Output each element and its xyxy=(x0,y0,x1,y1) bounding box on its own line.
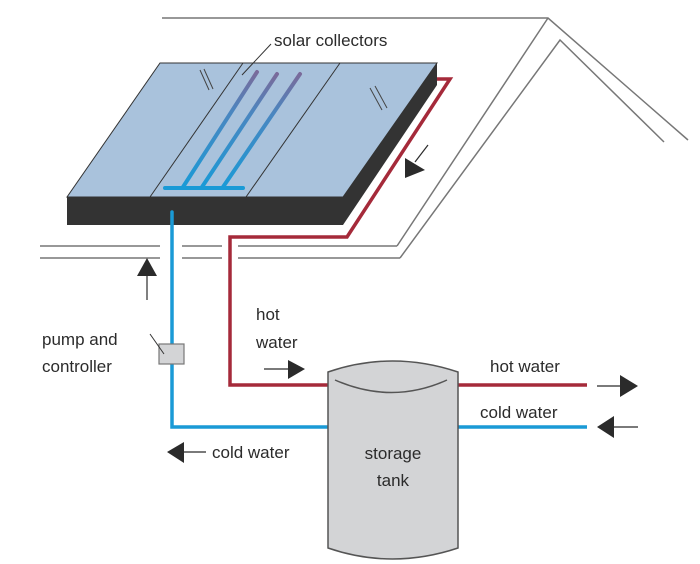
absorber-pipes xyxy=(163,70,424,190)
collector-leader-line xyxy=(241,43,272,76)
solar-collector-panel xyxy=(66,62,438,225)
label-cold-water-out: cold water xyxy=(212,443,290,462)
arrow-down-left-icon xyxy=(405,144,429,178)
pump-leader-line xyxy=(149,333,165,355)
hot-water-pipe xyxy=(228,77,454,387)
label-hot-water-out: hot water xyxy=(490,357,560,376)
label-pump: pump and xyxy=(42,330,118,349)
arrow-left-icon xyxy=(167,442,206,463)
label-storage: storage xyxy=(365,444,422,463)
label-hot: hot xyxy=(256,305,280,324)
glass-glint-icon xyxy=(199,68,388,111)
label-cold-water-in: cold water xyxy=(480,403,558,422)
arrow-right-icon xyxy=(264,360,305,379)
roof-outline xyxy=(40,17,689,259)
pump-controller-box xyxy=(158,343,185,365)
arrow-up-icon xyxy=(137,258,157,300)
label-solar-collectors: solar collectors xyxy=(274,31,387,50)
label-hot-water: water xyxy=(255,333,298,352)
arrow-left-icon xyxy=(597,416,638,438)
cold-water-pipe xyxy=(170,210,332,429)
arrows xyxy=(137,144,638,463)
label-tank: tank xyxy=(377,471,410,490)
label-controller: controller xyxy=(42,357,112,376)
arrow-right-icon xyxy=(597,375,638,397)
storage-tank xyxy=(327,360,459,560)
